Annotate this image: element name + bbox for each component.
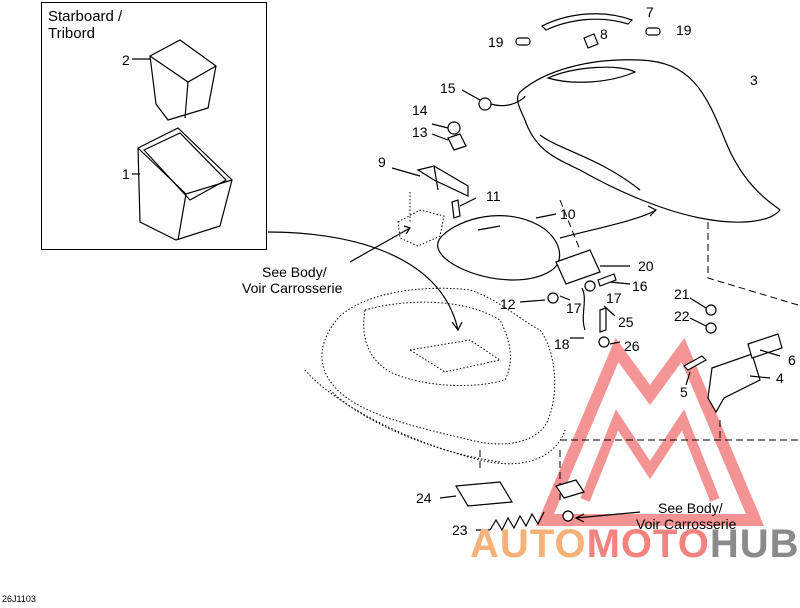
inset-title: Starboard / Tribord [48,8,122,42]
screw-25 [599,307,607,333]
hull-outline [304,287,566,465]
nut-13 [447,133,467,151]
part-label-10: 10 [560,206,576,222]
storage-bin-liner [137,127,233,241]
part-label-26: 26 [624,338,640,354]
seat-strap [540,13,634,31]
part-label-12: 12 [500,296,516,312]
washer-26 [598,336,610,348]
part-label-17-b: 17 [606,290,622,306]
washer-14 [447,121,461,135]
latch-cable [581,287,586,331]
part-label-6: 6 [788,352,796,368]
plug-19-right [645,27,661,36]
watermark-logo-mark [535,337,765,526]
part-label-24: 24 [416,490,432,506]
part-label-7: 7 [646,4,654,20]
part-label-17-a: 17 [566,300,582,316]
spring-23 [489,511,545,532]
seat-assembly [516,59,781,223]
part-label-2: 2 [122,52,130,68]
mount-plate [555,479,585,499]
part-label-16: 16 [632,278,648,294]
washer-17a [547,292,559,304]
pin-5 [683,355,707,371]
watermark-part1: AUTO [470,522,587,566]
bolt-21 [705,304,717,316]
figure-code: 26J1103 [2,594,36,604]
hinge-bracket [707,353,761,414]
see-body-arrow-right [575,511,641,519]
seat-pad [437,215,561,281]
seat-bracket [416,165,469,197]
see-body-right-line2: Voir Carrosserie [636,516,737,532]
leader-line-15b [490,95,526,107]
see-body-right-line1: See Body/ [658,500,723,516]
see-body-left-line1: See Body/ [262,264,327,280]
plug-19-left [515,37,531,46]
part-label-19-b: 19 [676,22,692,38]
mount-washer [562,510,574,522]
watermark-part3: HUB [709,522,800,566]
part-label-14: 14 [412,102,428,118]
watermark-wordmark: AUTOMOTOHUB [470,522,800,566]
part-label-25: 25 [618,314,634,330]
clip-8 [583,33,599,49]
part-label-18: 18 [554,336,570,352]
part-label-19-a: 19 [488,34,504,50]
part-label-8: 8 [600,26,608,42]
see-body-arrow-left [349,227,411,263]
seat-latch [555,249,601,285]
part-label-11: 11 [486,188,501,204]
starboard-inset: Starboard / Tribord [41,2,267,250]
part-label-22: 22 [674,308,690,324]
part-label-5: 5 [680,384,688,400]
grommet-15 [478,97,492,111]
part-label-3: 3 [750,72,758,88]
part-label-1: 1 [122,166,130,182]
washer-17b [584,280,596,292]
part-label-4: 4 [776,370,784,386]
pad-24 [454,481,514,507]
inset-title-line2: Tribord [48,25,95,42]
storage-bin-cover [149,39,217,121]
part-label-20: 20 [638,258,654,274]
watermark-part2: MOTO [586,522,710,566]
screw-16 [597,273,617,287]
part-label-15: 15 [440,80,456,96]
leader-line-15 [461,89,481,101]
inset-connector [267,231,459,331]
bolt-11 [451,199,461,219]
latch-mount [397,192,445,247]
hinge-plate [747,333,783,359]
washer-22 [705,322,717,334]
see-body-left-line2: Voir Carrosserie [242,280,343,296]
part-label-23: 23 [452,522,468,538]
part-label-13: 13 [412,124,428,140]
part-label-9: 9 [378,154,386,170]
inset-title-line1: Starboard / [48,8,123,25]
part-label-21: 21 [674,286,690,302]
